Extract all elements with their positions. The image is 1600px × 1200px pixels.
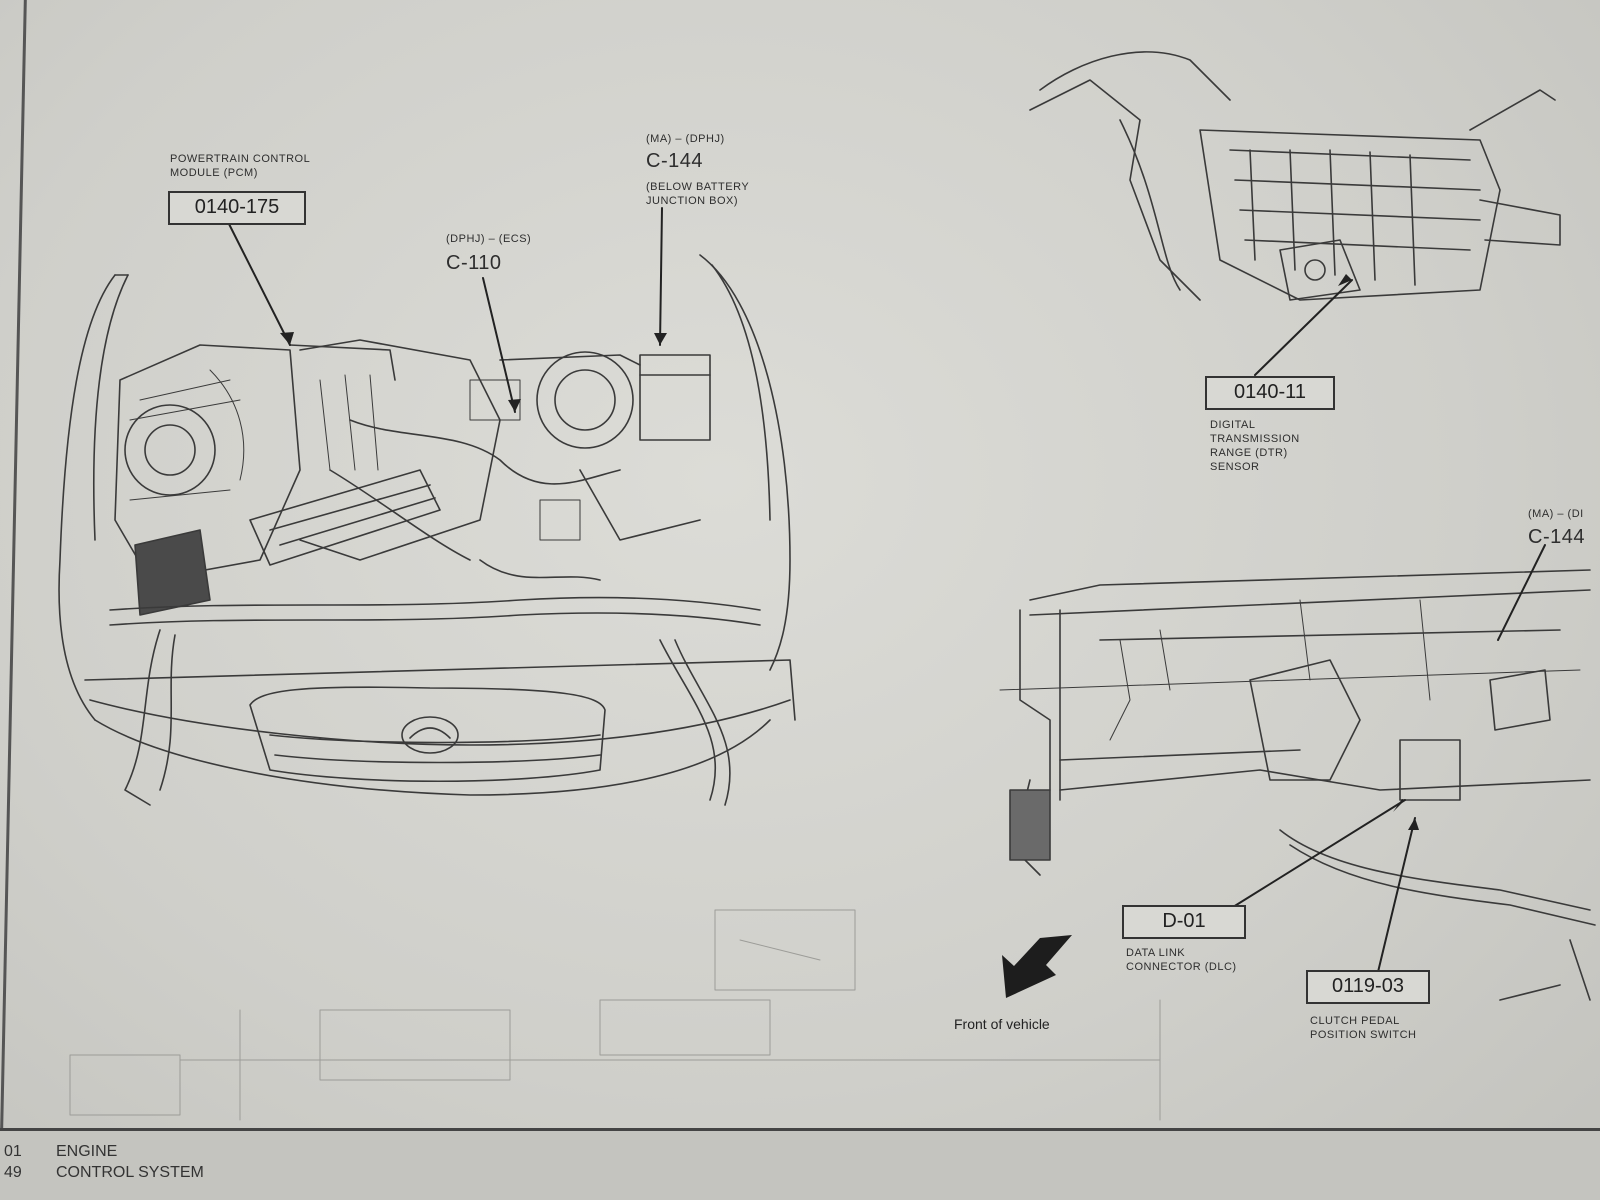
dlc-label-line1: DATA LINK bbox=[1126, 947, 1186, 959]
dtr-label-line2: TRANSMISSION bbox=[1210, 433, 1300, 445]
dtr-label-line4: SENSOR bbox=[1210, 461, 1260, 473]
footer bbox=[0, 1131, 1600, 1200]
clutch-label-line2: POSITION SWITCH bbox=[1310, 1029, 1417, 1041]
dtr-label-line1: DIGITAL bbox=[1210, 419, 1256, 431]
front-of-vehicle-label: Front of vehicle bbox=[954, 1016, 1050, 1032]
clutch-label-line1: CLUTCH PEDAL bbox=[1310, 1015, 1400, 1027]
dtr-code-box: 0140-11 bbox=[1205, 376, 1335, 410]
c144-engine-note-line1: (BELOW BATTERY bbox=[646, 181, 750, 193]
pcm-label-line2: MODULE (PCM) bbox=[170, 167, 258, 179]
footer-section-control-system: CONTROL SYSTEM bbox=[56, 1164, 204, 1181]
pcm-label-line1: POWERTRAIN CONTROL bbox=[170, 153, 311, 165]
pcm-code-box: 0140-175 bbox=[168, 191, 306, 225]
c144-engine-note-line2: JUNCTION BOX) bbox=[646, 195, 739, 207]
dtr-label-line3: RANGE (DTR) bbox=[1210, 447, 1288, 459]
c144-dash-connector: C-144 bbox=[1528, 526, 1585, 548]
clutch-code-box: 0119-03 bbox=[1306, 970, 1430, 1004]
dlc-code-box: D-01 bbox=[1122, 905, 1246, 939]
c144-engine-tag: (MA) – (DPHJ) bbox=[646, 133, 725, 145]
c144-dash-tag: (MA) – (DI bbox=[1528, 508, 1584, 520]
footer-section-engine: ENGINE bbox=[56, 1143, 118, 1160]
c110-tag: (DPHJ) – (ECS) bbox=[446, 233, 532, 245]
footer-rule bbox=[0, 1128, 1600, 1131]
footer-num-1: 01 bbox=[4, 1143, 22, 1160]
footer-num-2: 49 bbox=[4, 1164, 22, 1181]
front-of-vehicle-arrow-icon bbox=[1002, 935, 1072, 998]
c144-engine-connector: C-144 bbox=[646, 150, 703, 172]
c110-connector: C-110 bbox=[446, 252, 502, 274]
dlc-label-line2: CONNECTOR (DLC) bbox=[1126, 961, 1237, 973]
